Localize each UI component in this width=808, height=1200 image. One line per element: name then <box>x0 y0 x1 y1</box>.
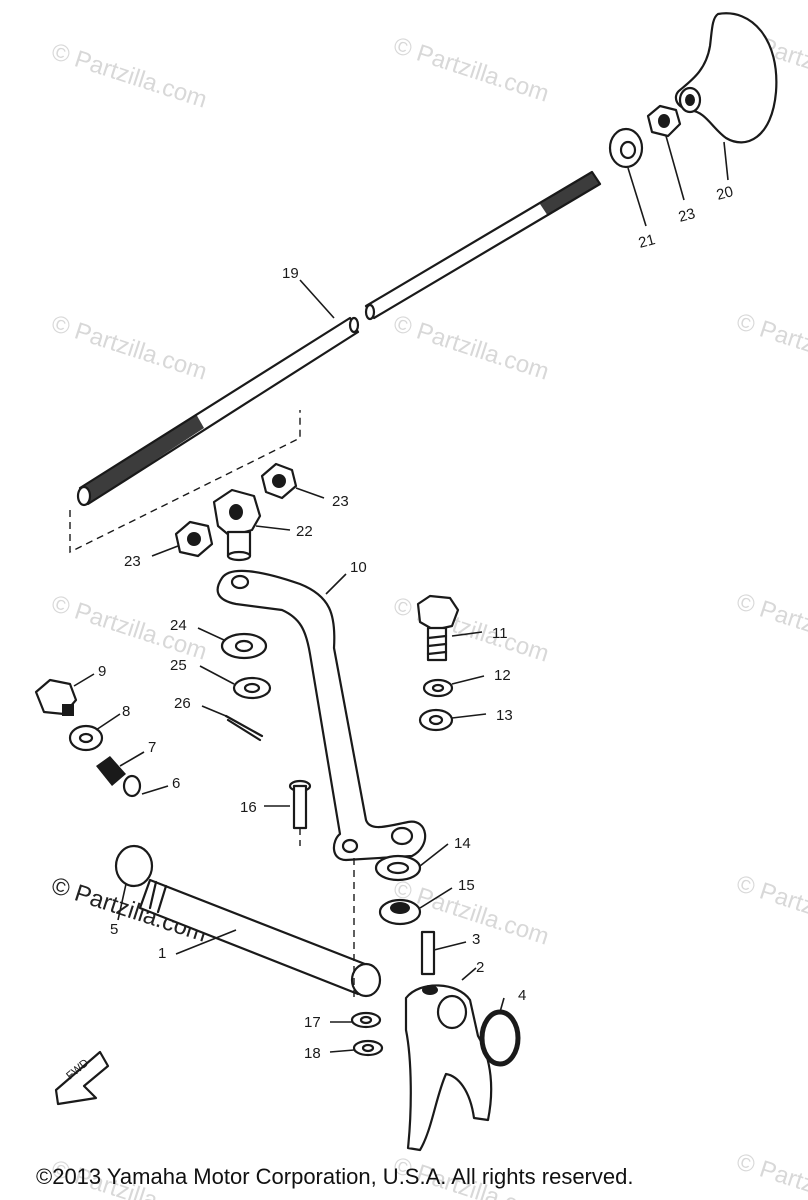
part-label-15: 15 <box>458 877 475 894</box>
watermark: © Partzilla.com <box>390 592 552 668</box>
copyright-notice: ©2013 Yamaha Motor Corporation, U.S.A. A… <box>36 1164 634 1189</box>
part-13-washer <box>418 708 454 732</box>
part-12-lock-washer <box>422 678 454 698</box>
part-16-pin <box>288 779 312 830</box>
part-5-cap <box>114 844 154 888</box>
part-25-washer <box>232 676 272 700</box>
part-2-shift-fork <box>404 984 493 1152</box>
watermark: © Partzilla.com <box>733 308 808 384</box>
watermark: © Partzilla.com <box>733 588 808 664</box>
part-23-nut-top <box>646 104 682 138</box>
part-label-12: 12 <box>494 667 511 684</box>
part-label-26: 26 <box>174 695 191 712</box>
part-7-spring <box>96 756 126 786</box>
part-3-pin <box>420 930 436 976</box>
part-9-plug <box>34 678 78 716</box>
part-10-lever <box>216 569 427 862</box>
part-label-20: 20 <box>715 183 736 204</box>
part-label-9: 9 <box>98 663 106 680</box>
part-21-washer <box>608 127 644 169</box>
part-19-rod <box>76 170 602 507</box>
part-23-nut-right <box>260 462 298 500</box>
part-label-5: 5 <box>110 921 118 938</box>
part-label-7: 7 <box>148 739 156 756</box>
fwd-arrow-icon: FWD <box>54 1050 110 1106</box>
part-6-plunger <box>122 774 142 798</box>
part-label-22: 22 <box>296 523 313 540</box>
part-label-19: 19 <box>282 265 299 282</box>
part-4-ring <box>479 1009 521 1067</box>
part-label-6: 6 <box>172 775 180 792</box>
watermark: © Partzilla.com <box>390 32 552 108</box>
part-label-2: 2 <box>476 959 484 976</box>
watermark: © Partzilla.com <box>48 38 210 114</box>
part-label-3: 3 <box>472 931 480 948</box>
part-20-knob <box>674 12 778 144</box>
part-23-nut-left <box>174 520 214 558</box>
watermark: © Partzilla.com <box>48 310 210 386</box>
part-14-washer <box>374 854 422 882</box>
part-label-14: 14 <box>454 835 471 852</box>
part-8-washer <box>68 724 104 752</box>
part-1-shaft <box>138 878 382 998</box>
part-22-clevis <box>212 488 262 562</box>
part-label-23: 23 <box>124 553 141 570</box>
part-label-17: 17 <box>304 1014 321 1031</box>
part-label-10: 10 <box>350 559 367 576</box>
part-label-18: 18 <box>304 1045 321 1062</box>
part-26-cotter-pin <box>224 714 264 742</box>
part-label-11: 11 <box>492 625 508 642</box>
leader-lines <box>73 135 729 1053</box>
part-18-clip <box>352 1039 384 1057</box>
part-label-4: 4 <box>518 987 526 1004</box>
part-15-bushing <box>378 898 422 926</box>
assembly-bracket <box>69 410 301 554</box>
watermark: © Partzilla.com <box>733 870 808 946</box>
watermark: © Partzilla.com <box>733 1148 808 1200</box>
part-label-1: 1 <box>158 945 166 962</box>
part-labels: 20 23 21 19 23 22 23 10 11 12 13 24 25 2… <box>98 183 735 1062</box>
part-label-16: 16 <box>240 799 257 816</box>
part-label-13: 13 <box>496 707 513 724</box>
part-label-21: 21 <box>637 231 658 252</box>
part-label-23: 23 <box>677 205 698 226</box>
part-17-washer <box>350 1011 382 1029</box>
alignment-lines <box>299 828 355 1000</box>
part-11-bolt <box>416 594 460 662</box>
part-label-24: 24 <box>170 617 187 634</box>
part-label-23: 23 <box>332 493 349 510</box>
part-label-8: 8 <box>122 703 130 720</box>
part-label-25: 25 <box>170 657 187 674</box>
part-24-washer <box>220 632 268 660</box>
watermark: © Partzilla.com <box>390 310 552 386</box>
